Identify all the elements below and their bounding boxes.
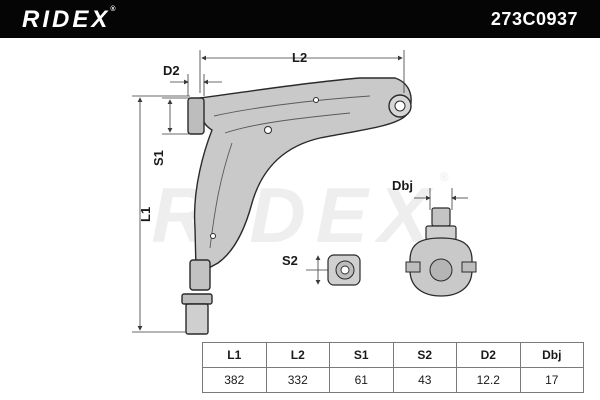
ball-joint-detail: Dbj [392, 178, 477, 297]
control-arm-illustration [181, 77, 412, 335]
label-dbj: Dbj [392, 178, 413, 193]
watermark-registered-mark: ® [439, 170, 449, 184]
part-number: 273C0937 [490, 9, 578, 29]
ball-joint-stud [181, 293, 213, 305]
label-d2: D2 [163, 63, 180, 78]
brand-name: RIDEX [22, 6, 111, 33]
label-s2: S2 [282, 253, 298, 268]
spec-value-row: 382 332 61 43 12.2 17 [202, 367, 584, 393]
spec-header-l2: L2 [265, 342, 330, 368]
label-l1: L1 [138, 207, 153, 222]
spec-value-d2: 12.2 [456, 367, 521, 393]
dimension-s1: S1 [151, 97, 190, 166]
dimension-l1: L1 [132, 95, 190, 333]
spec-value-l1: 382 [202, 367, 267, 393]
spec-value-s1: 61 [329, 367, 394, 393]
spec-header-s2: S2 [392, 342, 457, 368]
spec-value-l2: 332 [265, 367, 330, 393]
specification-table: L1 L2 S1 S2 D2 Dbj 382 332 61 43 12.2 17 [202, 342, 584, 393]
ball-joint-pin [185, 303, 209, 335]
spec-header-row: L1 L2 S1 S2 D2 Dbj [202, 342, 584, 368]
arm-hole-1 [264, 126, 272, 134]
label-l2: L2 [292, 50, 307, 65]
header-bar: RIDEX® 273C0937 [0, 0, 600, 38]
dimension-d2: D2 [163, 63, 222, 96]
label-s1: S1 [151, 150, 166, 166]
arm-hole-2 [313, 97, 319, 103]
control-arm-body [193, 77, 412, 271]
spec-header-l1: L1 [202, 342, 267, 368]
spec-header-s1: S1 [329, 342, 394, 368]
spec-header-d2: D2 [456, 342, 521, 368]
brand-logo: RIDEX® [22, 6, 116, 34]
front-bushing [187, 97, 205, 135]
bushing-end-view: S2 [282, 253, 361, 286]
dimension-l2: L2 [199, 50, 405, 93]
spec-header-dbj: Dbj [519, 342, 584, 368]
brand-registered-mark: ® [110, 6, 116, 13]
rear-bushing-hole [394, 100, 406, 112]
technical-drawing: L2 D2 S1 L1 S2 Dbj [132, 50, 477, 335]
spec-value-s2: 43 [392, 367, 457, 393]
spec-value-dbj: 17 [519, 367, 584, 393]
ball-joint-housing [189, 259, 211, 291]
arm-hole-3 [210, 233, 216, 239]
